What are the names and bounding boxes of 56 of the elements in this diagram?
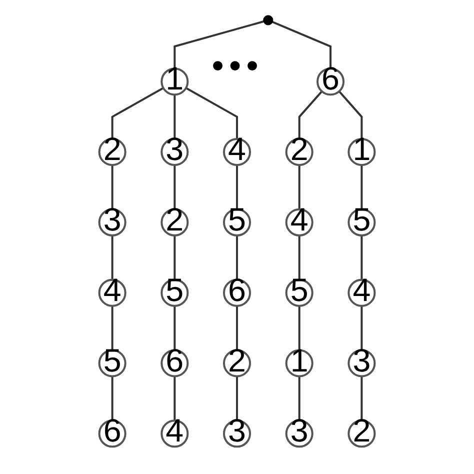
node-circle: 2 [348, 420, 376, 448]
connector [360, 165, 363, 210]
ellipsis-dots: ●●● [211, 52, 263, 77]
connector [174, 20, 265, 69]
node-circle: 1 [160, 68, 189, 96]
node-circle: 1 [285, 349, 314, 378]
node-circle: 6 [316, 68, 345, 96]
node-circle: 4 [285, 208, 314, 236]
node-circle: 5 [98, 349, 126, 378]
node-circle: 5 [285, 278, 314, 307]
connector [360, 376, 363, 421]
connector [174, 376, 176, 421]
connector [360, 306, 363, 350]
node-circle: 3 [160, 138, 189, 166]
node-circle: 3 [285, 420, 314, 448]
node-circle: 6 [98, 420, 126, 448]
connector [174, 235, 176, 280]
node-circle: 3 [98, 208, 126, 236]
connector [236, 235, 238, 280]
node-circle: 3 [222, 420, 252, 448]
node-circle: 2 [222, 349, 252, 378]
connector [111, 165, 114, 210]
connector [174, 94, 176, 139]
node-circle: 3 [348, 349, 376, 378]
node-circle: 4 [222, 138, 252, 166]
connector [236, 165, 238, 210]
node-circle: 6 [160, 349, 189, 378]
node-circle: 4 [160, 420, 189, 448]
connector [174, 306, 176, 350]
connector [174, 165, 176, 210]
connector [272, 20, 332, 69]
node-circle: 1 [348, 138, 376, 166]
node-circle: 5 [160, 278, 189, 307]
connector [111, 87, 164, 139]
node-circle: 5 [348, 208, 376, 236]
node-circle: 2 [285, 138, 314, 166]
connector [298, 165, 300, 210]
node-circle: 5 [222, 208, 252, 236]
node-circle [263, 15, 274, 26]
connector [298, 90, 323, 139]
connector [338, 90, 363, 139]
connector [186, 87, 238, 139]
node-circle: 6 [222, 278, 252, 307]
connector [360, 235, 363, 280]
node-circle: 4 [348, 278, 376, 307]
connector [111, 376, 114, 421]
connector [298, 235, 300, 280]
connector [111, 235, 114, 280]
connector [298, 376, 300, 421]
connector [298, 306, 300, 350]
node-circle: 2 [160, 208, 189, 236]
connector [236, 376, 238, 421]
node-circle: 4 [98, 278, 126, 307]
connector [111, 306, 114, 350]
node-circle: 2 [98, 138, 126, 166]
connector [236, 306, 238, 350]
